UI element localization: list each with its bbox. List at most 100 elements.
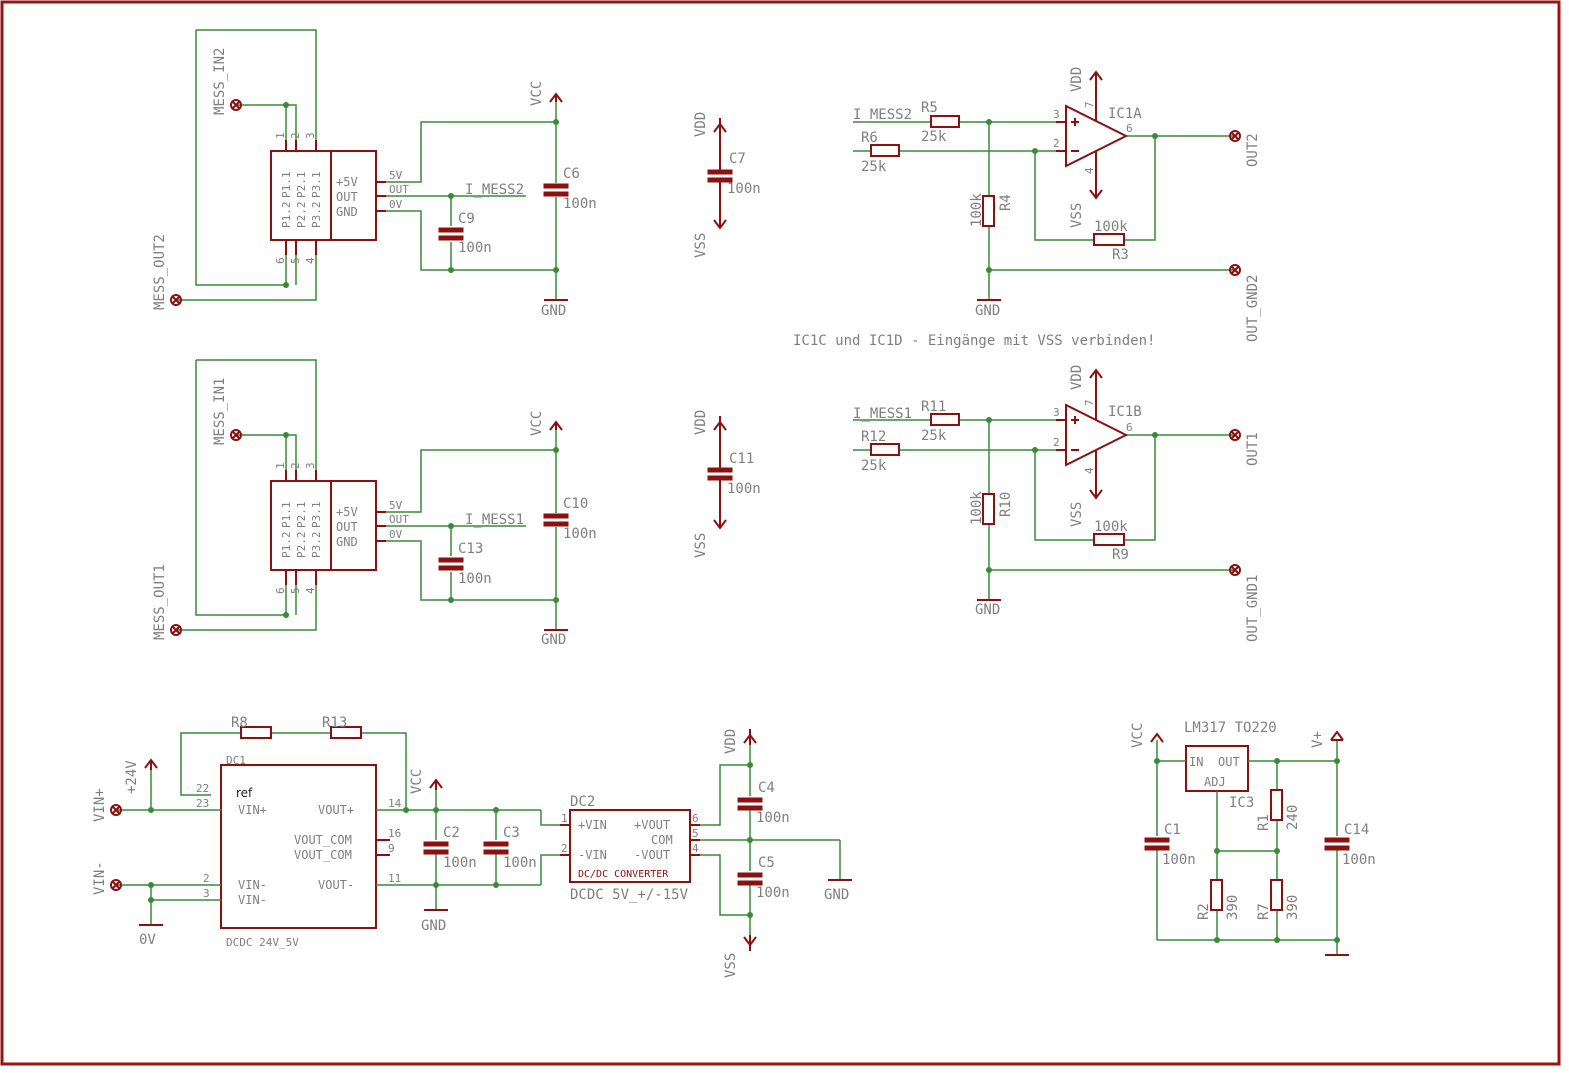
dc1-pin16: 16 xyxy=(388,827,401,840)
reg-title: LM317 TO220 xyxy=(1184,720,1277,736)
ic1b-vss: VSS xyxy=(1069,502,1085,527)
c11-vss: VSS xyxy=(693,533,709,558)
r7-label: R7 xyxy=(1256,903,1272,920)
sensor-1-pin3: 3 xyxy=(304,462,317,469)
r2-label: R2 xyxy=(1196,903,1212,920)
c3-value: 100n xyxy=(503,855,537,871)
r4-label: R4 xyxy=(998,194,1014,211)
c1-value: 100n xyxy=(1162,852,1196,868)
ic1b-label: IC1B xyxy=(1108,404,1142,420)
sensor-1-pin-out: OUT xyxy=(389,513,409,526)
amp-ic1b: I_MESS1 R11 25k R12 25k 100k R10 100k R9… xyxy=(853,365,1261,642)
r13-label: R13 xyxy=(322,715,347,731)
out1-label: OUT1 xyxy=(1245,432,1261,466)
sensor-1-pin-0v: 0V xyxy=(389,528,403,541)
gnd-label: GND xyxy=(541,303,566,319)
ic1a-vss: VSS xyxy=(1069,203,1085,228)
dc2-name: DC2 xyxy=(570,794,595,810)
sensor-1-signal: I_MESS1 xyxy=(465,512,524,528)
out2-label: OUT2 xyxy=(1245,133,1261,167)
sensor-1-pin5: 5 xyxy=(289,587,302,594)
r3-value: 100k xyxy=(1094,219,1128,235)
vin-minus-label: VIN- xyxy=(92,861,108,895)
dc1-vout-com-1: VOUT_COM xyxy=(294,833,352,847)
sensor-2-p32: P3.2 xyxy=(310,202,323,229)
c7-label: C7 xyxy=(729,151,746,167)
sensor-1-p31: P3.1 xyxy=(310,502,323,529)
r9-value: 100k xyxy=(1094,519,1128,535)
reg-in: IN xyxy=(1189,755,1203,769)
dc1-vin-minus-1: VIN- xyxy=(238,878,267,892)
dc2-minus-vout: -VOUT xyxy=(634,848,670,862)
sensor-2-signal: I_MESS2 xyxy=(465,182,524,198)
dc1-ref: ref xyxy=(236,786,253,800)
dc2-pin4: 4 xyxy=(692,842,699,855)
r9-label: R9 xyxy=(1112,547,1129,563)
dc2-minus-vin: -VIN xyxy=(578,848,607,862)
c10-value: 100n xyxy=(563,526,597,542)
r12-label: R12 xyxy=(861,429,886,445)
amp-a-gnd: GND xyxy=(975,303,1000,319)
ic1a-pin2: 2 xyxy=(1053,137,1060,150)
out-gnd1-label: OUT_GND1 xyxy=(1245,575,1261,642)
sensor-block-1: MESS_IN1 MESS_OUT1 1 2 3 6 5 4 P1.2 P2.2… xyxy=(152,359,597,648)
sensor-1-pin4: 4 xyxy=(304,587,317,594)
dc2-pin6: 6 xyxy=(692,812,699,825)
sensor-2-out-label: MESS_OUT2 xyxy=(152,234,168,310)
sensor-2-out: OUT xyxy=(336,190,358,204)
c11-value: 100n xyxy=(727,481,761,497)
c9-value: 100n xyxy=(458,240,492,256)
sensor-2-in-label: MESS_IN2 xyxy=(212,48,228,115)
sensor-2-pin-out: OUT xyxy=(389,183,409,196)
sensor-1-p11: P1.1 xyxy=(280,502,293,529)
c6-value: 100n xyxy=(563,196,597,212)
r8-label: R8 xyxy=(231,715,248,731)
dc1-pin23: 23 xyxy=(196,797,209,810)
dc2-pin5: 5 xyxy=(692,827,699,840)
sensor-2-p22: P2.2 xyxy=(295,202,308,229)
reg-adj: ADJ xyxy=(1204,775,1226,789)
sensor-1-in-label: MESS_IN1 xyxy=(212,378,228,445)
c4-label: C4 xyxy=(758,780,775,796)
c10-label: C10 xyxy=(563,496,588,512)
dc2-pin2: 2 xyxy=(561,842,568,855)
c13-value: 100n xyxy=(458,571,492,587)
c14-value: 100n xyxy=(1342,852,1376,868)
dc1-pin9: 9 xyxy=(388,842,395,855)
sensor-2-pin6: 6 xyxy=(274,257,287,264)
amp-a-signal: I_MESS2 xyxy=(853,107,912,123)
dc1-vcc-label: VCC xyxy=(409,769,425,794)
dc1-pin3: 3 xyxy=(203,887,210,900)
dc1-pin11: 11 xyxy=(388,872,401,885)
c5-label: C5 xyxy=(758,855,775,871)
sensor-block-2: MESS_IN2 MESS_OUT2 1 2 3 6 5 4 P1.2 P2.2… xyxy=(152,29,597,319)
sensor-1-out-label: MESS_OUT1 xyxy=(152,564,168,640)
r10-value: 100k xyxy=(969,491,985,525)
vcc-label-2: VCC xyxy=(529,411,545,436)
sensor-1-p21: P2.1 xyxy=(295,502,308,529)
sensor-1-pin2: 2 xyxy=(289,462,302,469)
ic1a-pin3: 3 xyxy=(1053,108,1060,121)
dc1-converter: DC1 ref DCDC 24V_5V VIN+ VIN- VIN- VOUT+… xyxy=(92,715,560,949)
r5-value: 25k xyxy=(921,129,947,145)
dc2-plus-vin: +VIN xyxy=(578,818,607,832)
vcc-label: VCC xyxy=(529,81,545,106)
r1-label: R1 xyxy=(1256,814,1272,831)
c11-label: C11 xyxy=(729,451,754,467)
ic3-label: IC3 xyxy=(1229,795,1254,811)
sensor-2-p11: P1.1 xyxy=(280,172,293,199)
c7-value: 100n xyxy=(727,181,761,197)
sensor-1-out: OUT xyxy=(336,520,358,534)
r6-value: 25k xyxy=(861,159,887,175)
r3-label: R3 xyxy=(1112,247,1129,263)
dc1-pin14: 14 xyxy=(388,797,402,810)
dc2-converter: DC2 +VIN -VIN +VOUT COM -VOUT DC/DC CONV… xyxy=(560,729,852,978)
r12-value: 25k xyxy=(861,458,887,474)
dc2-com: COM xyxy=(651,833,673,847)
vin-plus-label: VIN+ xyxy=(92,788,108,822)
reg-vplus-label: V+ xyxy=(1310,731,1326,748)
dc2-pin1: 1 xyxy=(561,812,568,825)
dc1-gnd-label: GND xyxy=(421,918,446,934)
